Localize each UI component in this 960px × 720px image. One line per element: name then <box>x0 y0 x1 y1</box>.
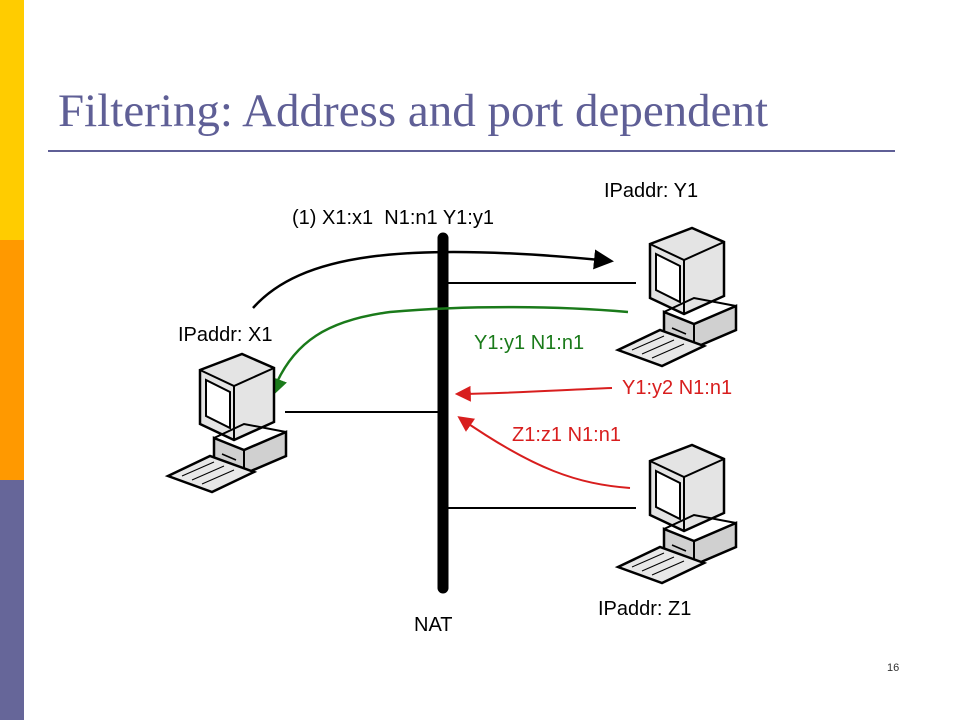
blocked-host-label: Z1:z1 N1:n1 <box>512 424 621 446</box>
slide-title: Filtering: Address and port dependent <box>58 85 769 137</box>
nat-label: NAT <box>414 614 453 636</box>
title-divider <box>48 150 895 152</box>
outbound-flow-label: (1) X1:x1 N1:n1 Y1:y1 <box>292 207 494 229</box>
host-y1-label: IPaddr: Y1 <box>604 180 698 202</box>
blocked-port-arrow <box>454 385 613 402</box>
blocked-port-label: Y1:y2 N1:n1 <box>622 377 732 399</box>
blocked-host-arrow <box>457 416 631 489</box>
side-bar-purple <box>0 480 24 720</box>
side-bar-orange <box>0 240 24 480</box>
host-x1-label: IPaddr: X1 <box>178 324 273 346</box>
host-x1-computer-icon <box>166 352 288 494</box>
host-z1-computer-icon <box>616 443 738 585</box>
page-number: 16 <box>887 662 900 674</box>
allowed-reply-label: Y1:y1 N1:n1 <box>474 332 584 354</box>
side-bar-yellow <box>0 0 24 240</box>
host-z1-label: IPaddr: Z1 <box>598 598 691 620</box>
outbound-flow-arrow <box>252 249 614 309</box>
host-y1-computer-icon <box>616 226 738 368</box>
allowed-reply-arrow <box>268 305 629 398</box>
